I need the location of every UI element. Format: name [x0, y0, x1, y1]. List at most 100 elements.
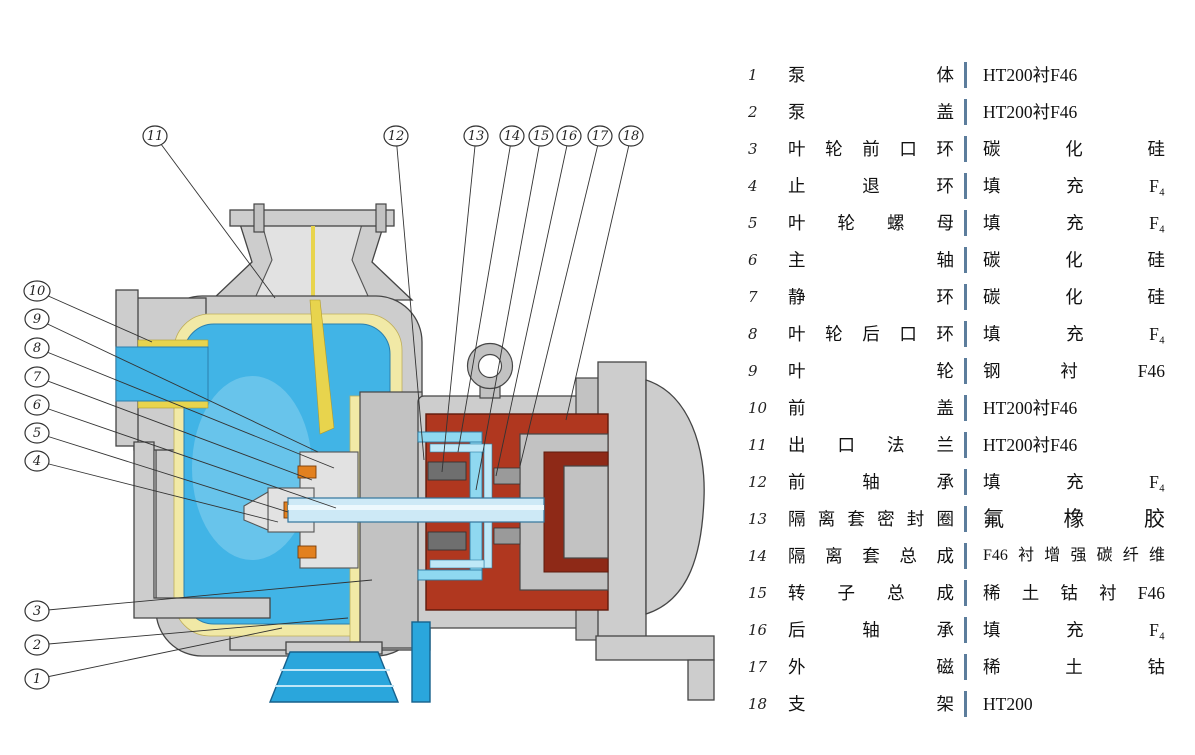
part-material: 碳化硅	[964, 283, 1165, 310]
bearings	[427, 461, 521, 551]
part-number: 8	[748, 324, 758, 343]
part-number: 14	[748, 546, 768, 565]
part-material: 填充F₄	[964, 172, 1165, 199]
callout-9-label: 9	[33, 312, 41, 327]
callout-17: 17	[587, 125, 613, 147]
callout-10: 10	[23, 280, 51, 302]
part-number: 18	[748, 694, 768, 713]
part-name: 叶轮	[788, 361, 954, 381]
part-name: 外磁	[788, 657, 954, 677]
callout-10-label: 10	[29, 284, 46, 299]
callout-18-label: 18	[623, 129, 640, 144]
part-material: 稀土钴	[964, 653, 1165, 680]
callout-8: 8	[24, 337, 50, 359]
part-name: 主轴	[788, 250, 954, 270]
table-row: 3 叶轮前口环 碳化硅	[740, 130, 1180, 167]
callout-15: 15	[528, 125, 554, 147]
table-row: 11 出口法兰 HT200衬F46	[740, 426, 1180, 463]
callout-8-label: 8	[33, 341, 41, 356]
part-name: 叶轮后口环	[788, 324, 954, 344]
part-number: 13	[748, 509, 768, 528]
part-material: 碳化硅	[964, 246, 1165, 273]
callout-6-label: 6	[33, 398, 41, 413]
lifting-eyebolt	[466, 342, 514, 399]
callout-13-label: 13	[468, 129, 485, 144]
callout-7-label: 7	[33, 370, 42, 385]
table-row: 13 隔离套密封圈 氟橡胶	[740, 500, 1180, 537]
part-name: 隔离套密封圈	[788, 509, 954, 529]
table-row: 17 外磁 稀土钴	[740, 648, 1180, 685]
callouts: 11 12 13 14 15 16	[23, 125, 644, 690]
callout-5: 5	[24, 422, 50, 444]
table-row: 5 叶轮螺母 填充F₄	[740, 204, 1180, 241]
part-material: 稀土钴衬F46	[964, 579, 1165, 606]
callout-15-label: 15	[533, 129, 550, 144]
part-name: 叶轮前口环	[788, 139, 954, 159]
part-name: 转子总成	[788, 583, 954, 603]
part-name: 叶轮螺母	[788, 213, 954, 233]
callout-16-label: 16	[561, 129, 578, 144]
table-row: 6 主轴 碳化硅	[740, 241, 1180, 278]
callout-16: 16	[556, 125, 582, 147]
part-material: HT200衬F46	[964, 431, 1165, 458]
callout-6: 6	[24, 394, 50, 416]
part-material: HT200	[964, 690, 1165, 717]
part-name: 静环	[788, 287, 954, 307]
callout-3: 3	[24, 600, 50, 622]
table-row: 15 转子总成 稀土钴衬F46	[740, 574, 1180, 611]
part-number: 7	[748, 287, 758, 306]
callout-9: 9	[24, 308, 50, 330]
part-name: 前盖	[788, 398, 954, 418]
part-name: 止退环	[788, 176, 954, 196]
shaft	[287, 497, 545, 523]
part-material: HT200衬F46	[964, 61, 1165, 88]
callout-11: 11	[142, 125, 168, 147]
parts-table: 1 泵体 HT200衬F46 2 泵盖 HT200衬F46 3 叶轮前口环 碳化…	[740, 56, 1180, 722]
callout-17-label: 17	[592, 129, 609, 144]
callout-4-label: 4	[32, 454, 41, 469]
table-row: 7 静环 碳化硅	[740, 278, 1180, 315]
table-row: 2 泵盖 HT200衬F46	[740, 93, 1180, 130]
pump-foot	[268, 641, 400, 703]
part-material: 填充F₄	[964, 468, 1165, 495]
callout-4: 4	[24, 450, 50, 472]
part-material: 钢衬F46	[964, 357, 1165, 384]
part-number: 11	[748, 435, 768, 454]
part-number: 4	[748, 176, 758, 195]
discharge-flange-and-pipe	[210, 203, 414, 301]
part-number: 10	[748, 398, 768, 417]
part-name: 泵体	[788, 65, 954, 85]
part-number: 15	[748, 583, 768, 602]
callout-12-label: 12	[388, 129, 405, 144]
part-name: 隔离套总成	[788, 546, 954, 566]
part-material: 碳化硅	[964, 135, 1165, 162]
part-material: 填充F₄	[964, 320, 1165, 347]
callout-2-label: 2	[32, 638, 41, 653]
table-row: 10 前盖 HT200衬F46	[740, 389, 1180, 426]
callout-3-label: 3	[33, 604, 41, 619]
table-row: 12 前轴承 填充F₄	[740, 463, 1180, 500]
part-material: 填充F₄	[964, 209, 1165, 236]
callout-13: 13	[463, 125, 489, 147]
part-name: 出口法兰	[788, 435, 954, 455]
part-material: HT200衬F46	[964, 394, 1165, 421]
callout-14-label: 14	[504, 129, 521, 144]
part-number: 9	[748, 361, 758, 380]
part-material: 氟橡胶	[964, 505, 1165, 532]
table-row: 8 叶轮后口环 填充F₄	[740, 315, 1180, 352]
part-material: F46衬增强碳纤维	[964, 542, 1165, 569]
part-number: 12	[748, 472, 768, 491]
part-name: 泵盖	[788, 102, 954, 122]
table-row: 18 支架 HT200	[740, 685, 1180, 722]
callout-11-label: 11	[147, 129, 164, 144]
callout-2: 2	[24, 634, 50, 656]
part-number: 16	[748, 620, 768, 639]
seal-ring-lower	[297, 545, 317, 559]
drain-pipe	[411, 621, 431, 703]
callout-12: 12	[383, 125, 409, 147]
part-number: 1	[748, 65, 758, 84]
part-number: 17	[748, 657, 768, 676]
pump-cross-section-diagram: 11 12 13 14 15 16	[23, 125, 715, 703]
callout-7: 7	[24, 366, 50, 388]
